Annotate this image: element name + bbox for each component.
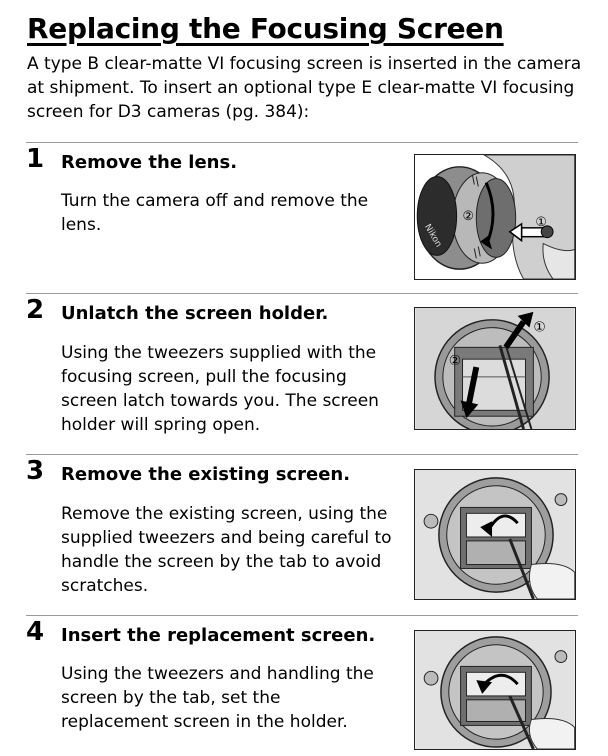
step-title: Insert the replacement screen. xyxy=(61,625,376,646)
intro-paragraph: A type B clear-matte VI focusing screen … xyxy=(27,54,582,122)
unlatch-screen-holder-illustration: ① ② xyxy=(414,307,576,430)
step-body: Using the tweezers supplied with the foc… xyxy=(61,343,379,435)
step-body: Using the tweezers and handling the scre… xyxy=(61,664,374,732)
step-number: 2 xyxy=(26,295,45,325)
insert-screen-illustration xyxy=(414,630,576,750)
step-number: 1 xyxy=(26,144,45,174)
page-title: Replacing the Focusing Screen xyxy=(27,12,504,45)
step-number: 4 xyxy=(26,617,45,647)
step-title: Unlatch the screen holder. xyxy=(61,303,329,324)
divider xyxy=(26,293,578,294)
callout-2: ② xyxy=(463,209,474,224)
callout-2: ② xyxy=(449,353,461,369)
divider xyxy=(26,615,578,616)
remove-screen-illustration xyxy=(414,469,576,600)
step-body: Turn the camera off and remove the lens. xyxy=(61,191,369,235)
lens-removal-illustration: Nikon ② ① xyxy=(414,154,576,280)
divider xyxy=(26,454,578,455)
step-body: Remove the existing screen, using the su… xyxy=(61,504,392,596)
divider xyxy=(26,142,578,143)
callout-1: ① xyxy=(535,215,546,230)
callout-1: ① xyxy=(533,320,545,336)
step-title: Remove the existing screen. xyxy=(61,464,351,485)
step-number: 3 xyxy=(26,456,45,486)
step-title: Remove the lens. xyxy=(61,152,238,173)
